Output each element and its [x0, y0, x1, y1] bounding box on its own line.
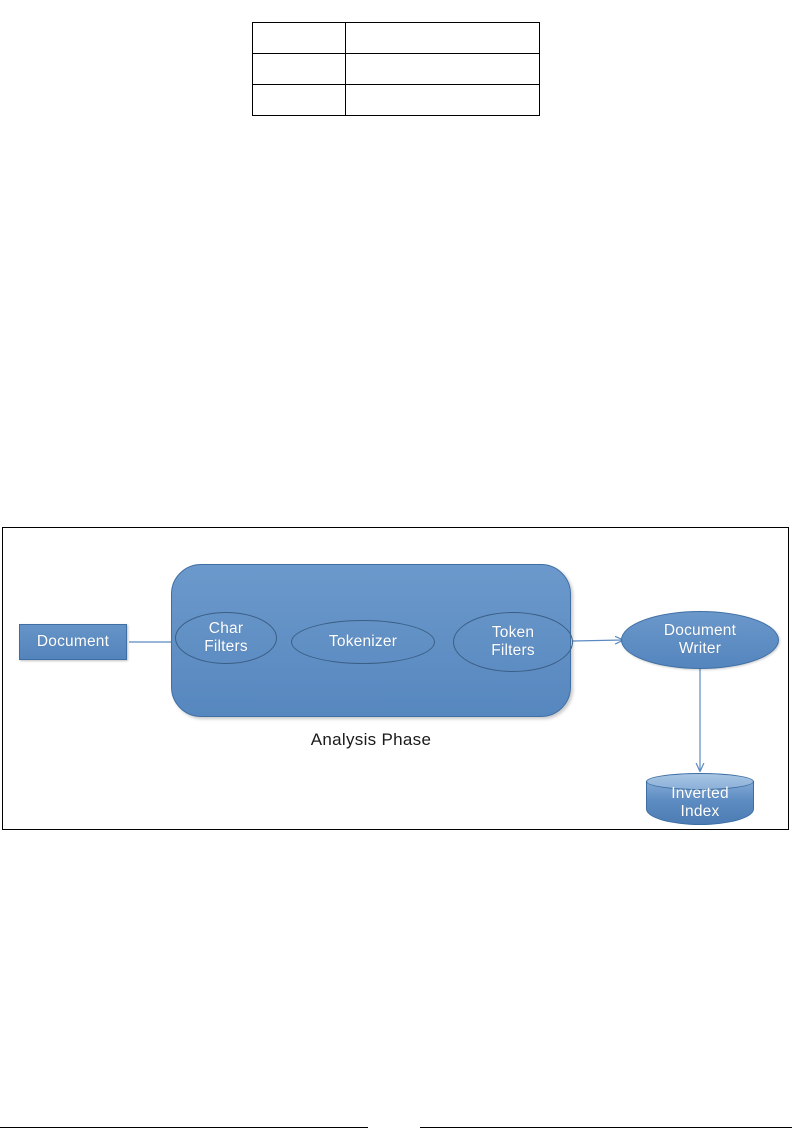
node-document-label: Document: [36, 633, 110, 651]
table-cell: [345, 22, 540, 54]
table-row: [252, 22, 540, 54]
edge-token-filters-to-document-writer: [572, 640, 623, 641]
table-cell: [252, 22, 346, 54]
node-document[interactable]: Document: [19, 624, 127, 660]
node-char-filters[interactable]: Char Filters: [175, 612, 277, 664]
node-char-filters-line1: Char: [208, 620, 244, 638]
empty-layout-table: [252, 22, 540, 116]
node-char-filters-label: Char Filters: [204, 620, 248, 656]
node-inverted-index-line2: Index: [680, 802, 720, 820]
analysis-phase-caption: Analysis Phase: [310, 730, 432, 749]
table-cell: [345, 53, 540, 85]
table-cell: [252, 53, 346, 85]
cylinder-top-ellipse: [646, 773, 754, 790]
node-document-writer-label: Document Writer: [664, 622, 736, 658]
node-token-filters-line2: Filters: [491, 642, 535, 659]
node-inverted-index-label: Inverted Index: [646, 785, 754, 821]
node-token-filters-line1: Token: [491, 624, 535, 642]
table-cell: [345, 84, 540, 116]
node-inverted-index[interactable]: Inverted Index: [646, 773, 754, 825]
node-token-filters-label: Token Filters: [491, 624, 535, 660]
node-document-writer-line2: Writer: [678, 640, 722, 657]
footer-rule-left: [0, 1127, 368, 1128]
table-row: [252, 84, 540, 116]
node-document-writer-line1: Document: [663, 622, 737, 640]
node-tokenizer-label: Tokenizer: [328, 633, 398, 651]
table-cell: [252, 84, 346, 116]
analysis-phase-diagram: Document Char Filters Tokenizer Token Fi…: [2, 527, 789, 830]
table-row: [252, 53, 540, 85]
node-char-filters-line2: Filters: [204, 638, 248, 655]
node-inverted-index-line1: Inverted: [671, 785, 729, 802]
node-token-filters[interactable]: Token Filters: [453, 612, 573, 672]
node-document-writer[interactable]: Document Writer: [621, 611, 779, 669]
footer-rule-right: [420, 1127, 792, 1128]
node-tokenizer[interactable]: Tokenizer: [291, 620, 435, 664]
